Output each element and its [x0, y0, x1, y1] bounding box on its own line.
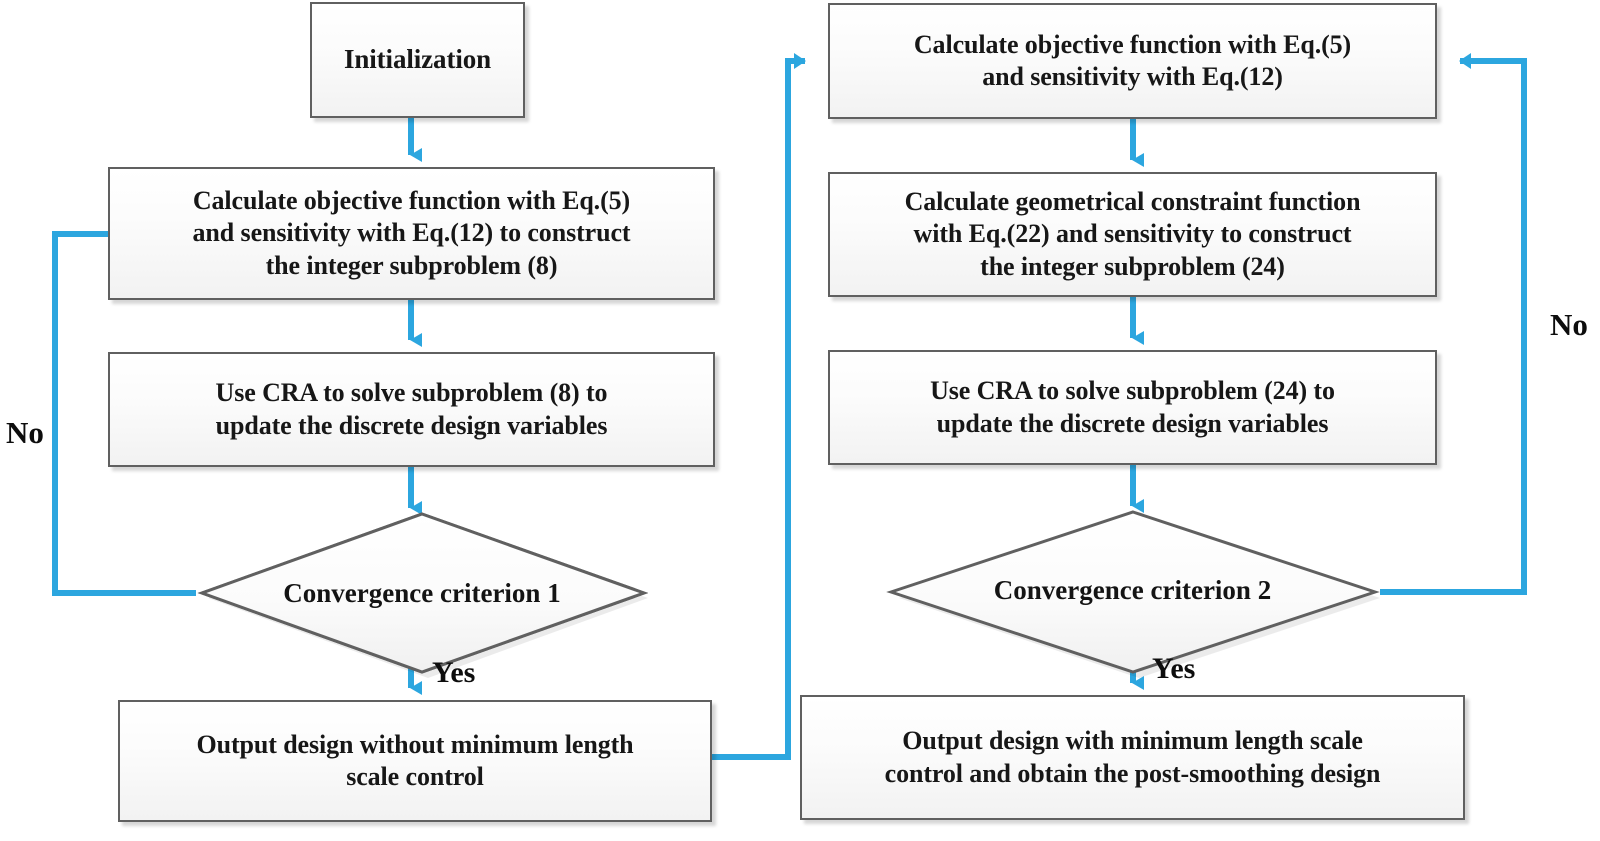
node-left-objective[interactable]: Calculate objective function with Eq.(5)… [108, 167, 715, 300]
node-left-decision-label: Convergence criterion 1 [283, 577, 561, 608]
node-left-output-label: Output design without minimum length sca… [190, 729, 639, 793]
node-right-decision-label: Convergence criterion 2 [993, 574, 1272, 605]
line: with Eq.(22) and sensitivity to construc… [913, 219, 1352, 249]
line: update the discrete design variables [936, 408, 1329, 438]
line: and sensitivity with Eq.(12) to construc… [192, 218, 631, 248]
node-right-decision[interactable]: Convergence criterion 2 [885, 506, 1380, 678]
node-right-objective[interactable]: Calculate objective function with Eq.(5)… [828, 3, 1437, 119]
line: Use CRA to solve subproblem (24) to [930, 376, 1335, 406]
line: the integer subproblem (24) [980, 251, 1285, 281]
line: Output design with minimum length scale [902, 726, 1363, 756]
left-decision-shape [197, 512, 648, 678]
node-initialization-label: Initialization [343, 44, 492, 75]
line: Calculate geometrical constraint functio… [904, 187, 1361, 217]
line: Calculate objective function with Eq.(5) [913, 29, 1352, 59]
line: Calculate objective function with Eq.(5) [192, 186, 631, 216]
node-right-output[interactable]: Output design with minimum length scale … [800, 695, 1465, 820]
node-left-objective-label: Calculate objective function with Eq.(5)… [187, 185, 637, 282]
line: and sensitivity with Eq.(12) [982, 62, 1283, 91]
edge-label-left-yes: Yes [432, 656, 476, 689]
edge-left-output-to-right-objective [712, 53, 806, 760]
node-right-output-label: Output design with minimum length scale … [879, 725, 1387, 789]
node-left-cra-label: Use CRA to solve subproblem (8) to updat… [210, 377, 614, 441]
edge-label-right-yes: Yes [1152, 652, 1196, 685]
node-right-cra[interactable]: Use CRA to solve subproblem (24) to upda… [828, 350, 1437, 465]
line: control and obtain the post-smoothing de… [884, 758, 1381, 788]
node-left-decision[interactable]: Convergence criterion 1 [196, 508, 648, 678]
node-right-constraint-label: Calculate geometrical constraint functio… [899, 186, 1367, 283]
right-decision-shape [886, 510, 1380, 678]
node-right-constraint[interactable]: Calculate geometrical constraint functio… [828, 172, 1437, 297]
node-right-cra-label: Use CRA to solve subproblem (24) to upda… [924, 375, 1341, 439]
line: update the discrete design variables [215, 410, 608, 440]
line: the integer subproblem (8) [265, 250, 558, 280]
line: scale control [346, 762, 484, 791]
node-initialization[interactable]: Initialization [310, 2, 525, 118]
line: Output design without minimum length [196, 729, 634, 759]
edge-label-left-no: No [6, 415, 44, 450]
node-left-output[interactable]: Output design without minimum length sca… [118, 700, 712, 822]
edge-label-right-no: No [1550, 307, 1588, 342]
node-left-cra[interactable]: Use CRA to solve subproblem (8) to updat… [108, 352, 715, 467]
line: Use CRA to solve subproblem (8) to [215, 378, 608, 408]
node-right-objective-label: Calculate objective function with Eq.(5)… [908, 29, 1357, 93]
edge-right-no-loop [1380, 53, 1527, 595]
